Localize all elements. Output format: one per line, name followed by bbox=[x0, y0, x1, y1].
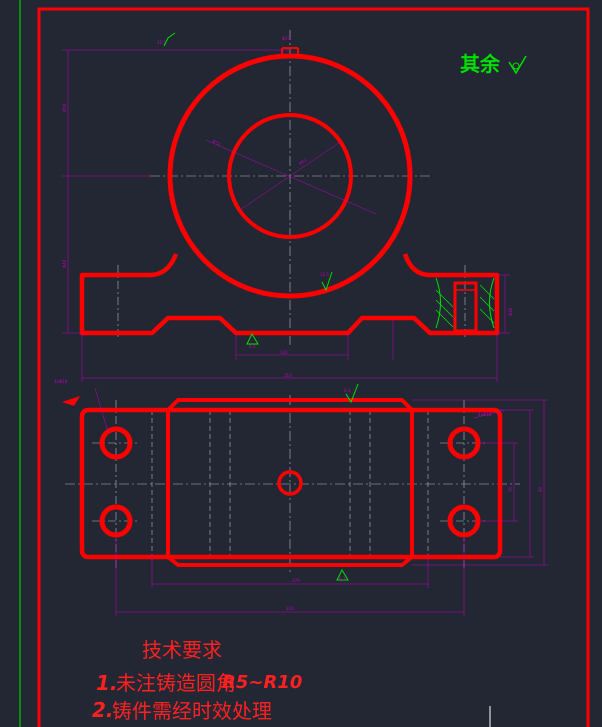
break-line-right bbox=[489, 277, 495, 329]
dim-plan-depth1: 70 bbox=[508, 486, 513, 492]
plan-hole-top-right bbox=[447, 426, 481, 460]
roughness-base-value: 6.3 bbox=[249, 344, 256, 349]
plan-view: 4xΦ18 4xΦ18 70 90 170 210 6.3 6.3 bbox=[54, 379, 548, 616]
roughness-plan-top-value: 6.3 bbox=[344, 388, 351, 393]
bearing-housing-outer bbox=[167, 53, 413, 299]
roughness-plan-bottom-value: 6.3 bbox=[339, 576, 346, 581]
break-line-left bbox=[435, 277, 441, 329]
section-arrow-icon bbox=[62, 396, 80, 406]
roughness-shaft-icon bbox=[321, 271, 333, 292]
plan-housing-outline bbox=[166, 398, 414, 567]
dim-boss-top: Φ20 bbox=[282, 36, 291, 41]
other-surfaces-roughness-icon bbox=[508, 55, 527, 75]
front-view: Φ20 Φ72 Φ52 Φ50 Φ40 Φ36 130 210 12.5 12.… bbox=[62, 30, 513, 382]
base-outline bbox=[79, 253, 500, 336]
front-horizontal-dims bbox=[81, 333, 498, 382]
dim-leader-outer bbox=[205, 139, 377, 215]
frame-border bbox=[37, 7, 590, 727]
section-hatch bbox=[435, 284, 495, 328]
dim-hole-top: 4xΦ18 bbox=[54, 379, 68, 384]
req1-text: 未注铸造圆角 bbox=[116, 671, 236, 695]
dim-front-width: 210 bbox=[284, 373, 292, 378]
dim-base-thickness: Φ36 bbox=[508, 307, 513, 316]
bearing-bore bbox=[227, 113, 353, 239]
dim-plan-width2: 210 bbox=[286, 606, 294, 611]
req1-number: 1. bbox=[96, 671, 118, 695]
roughness-plan-top-icon bbox=[345, 383, 359, 404]
top-boss bbox=[281, 47, 299, 56]
plan-hole-top-left bbox=[99, 426, 133, 460]
dim-center-height: Φ40 bbox=[62, 259, 67, 268]
dim-hole-right: 4xΦ18 bbox=[478, 412, 492, 417]
req2-number: 2. bbox=[92, 698, 114, 722]
roughness-top-left-icon bbox=[163, 32, 176, 47]
other-surfaces-label: 其余 bbox=[460, 52, 501, 76]
dim-slot-width: 130 bbox=[280, 350, 288, 355]
req1-value: R5~R10 bbox=[222, 672, 302, 693]
bolt-hole-section bbox=[453, 281, 478, 333]
roughness-shaft-value: 12.5 bbox=[320, 272, 329, 277]
dim-leader-inner bbox=[239, 141, 341, 211]
dim-plan-depth2: 90 bbox=[538, 486, 543, 492]
req2-text: 铸件需经时效处理 bbox=[112, 699, 272, 723]
front-vertical-dims bbox=[62, 49, 510, 360]
plan-base-outline bbox=[79, 407, 503, 560]
dim-bore-outer: Φ72 bbox=[212, 138, 222, 146]
roughness-plan-bottom-icon bbox=[336, 568, 349, 581]
plan-dims bbox=[94, 387, 548, 616]
tech-requirements-title: 技术要求 bbox=[142, 638, 222, 662]
plan-hidden-lines bbox=[151, 410, 429, 555]
dim-height-total: Φ50 bbox=[62, 103, 67, 112]
plan-oil-hole bbox=[277, 470, 303, 496]
dim-plan-width1: 170 bbox=[292, 578, 300, 583]
roughness-base-icon bbox=[246, 332, 259, 345]
other-surfaces-circle-icon bbox=[512, 62, 520, 70]
dim-bore-inner: Φ52 bbox=[298, 157, 308, 166]
roughness-top-left-value: 12.5 bbox=[157, 40, 166, 45]
